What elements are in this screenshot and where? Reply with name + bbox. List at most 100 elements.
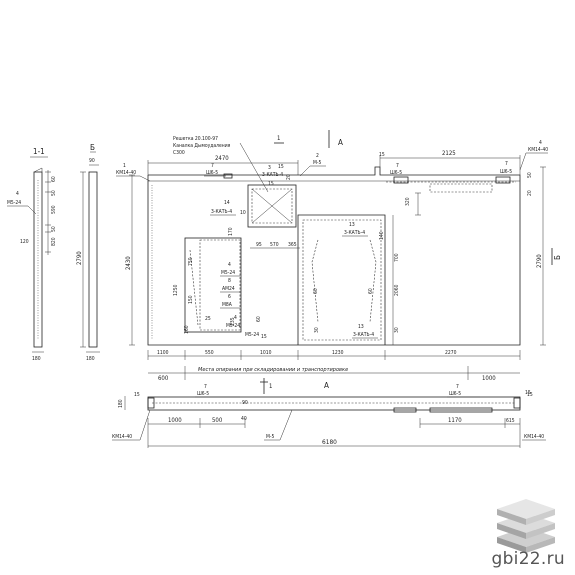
mark-13-num: 13 — [358, 324, 364, 330]
mark-6-text: М5-24 — [245, 332, 259, 338]
plan-dim-40: 40 — [241, 416, 247, 422]
plan-dim-615: 615 — [506, 418, 515, 424]
plan-dim-15a: 15 — [134, 392, 140, 398]
plan-dim-6180: 6180 — [322, 438, 337, 446]
plan-mark-9-text: М-5 — [266, 434, 275, 440]
dim-365: 365 — [288, 242, 297, 248]
section-dim-60: 60 — [51, 176, 57, 182]
plan-dim-15b: 15 — [527, 392, 533, 398]
dim-95: 95 — [256, 242, 262, 248]
mark-7c-num: 7 — [505, 161, 508, 167]
dim-750: 750 — [188, 257, 194, 266]
plan-mark-7a-num: 7 — [204, 384, 207, 390]
dim-15b: 15 — [278, 164, 284, 170]
mark-11-num: 14 — [224, 200, 230, 206]
side-label: Б — [90, 143, 95, 152]
dim-1250: 1250 — [173, 284, 179, 296]
mark-9-text: М8А — [222, 302, 233, 308]
dim-20b: 20 — [286, 174, 292, 180]
plan-dim-1000: 1000 — [168, 417, 182, 424]
plan-dim-500: 500 — [212, 417, 223, 424]
mark-14-num: 4 — [539, 140, 542, 146]
section-1-1: 1-1 60 50 590 50 120 820 4 М5-24 180 — [7, 147, 57, 362]
main-elevation: 1 А 2470 2125 15 15 2430 2790 Б 20 50 — [116, 130, 562, 382]
side-dim-2790: 2790 — [76, 251, 83, 265]
mark-7a-text: Ш6-5 — [206, 170, 218, 176]
section-dim-50: 50 — [51, 190, 57, 196]
cut-mark-bottom: 1 — [269, 383, 272, 390]
dim-600: 600 — [158, 375, 169, 382]
section-callout-num: 4 — [16, 191, 19, 197]
mark-7b-text: Ш6-5 — [390, 170, 402, 176]
mark-4a-num: 4 — [228, 262, 231, 268]
dim-160: 160 — [184, 325, 190, 334]
dim-2790: 2790 — [536, 254, 543, 268]
mark-15-num: 15 — [268, 181, 274, 187]
support-caption: Места опирания при складировании и транс… — [198, 367, 348, 373]
section-dim-590: 590 — [51, 205, 57, 214]
mark-8-num: 8 — [228, 278, 231, 284]
dim-2125: 2125 — [442, 150, 456, 157]
side-dim-180: 180 — [86, 356, 95, 362]
plan-dim-90a: 90 — [242, 400, 248, 406]
mark-13-text: 3-КАТЬ-4 — [353, 332, 374, 338]
plan-dim-180: 180 — [118, 399, 124, 408]
dim-20a: 20 — [527, 190, 533, 196]
dim-320: 320 — [405, 197, 411, 206]
section-callout-text: М5-24 — [7, 200, 21, 206]
dim-2470: 2470 — [215, 155, 229, 162]
plan-dim-1170: 1170 — [448, 417, 462, 424]
dim-140: 140 — [379, 231, 385, 240]
side-view-b: Б 90 2790 180 — [76, 143, 100, 362]
opening-note-1: Решетка 20.100-97 — [173, 136, 218, 142]
mark-4b-num: 4 — [234, 315, 237, 321]
side-dim-90: 90 — [89, 158, 95, 164]
site-url[interactable]: gbi22.ru — [491, 549, 565, 569]
dim-50: 50 — [527, 172, 533, 178]
dim-30a: 30 — [314, 327, 320, 333]
dim-700: 700 — [394, 253, 400, 262]
section-marker-bottom: 1 А — [260, 378, 329, 394]
mark-8-text: АМ24 — [222, 286, 235, 292]
dim-1010: 1010 — [260, 350, 272, 356]
mark-2-num: 2 — [316, 153, 319, 159]
dim-170: 170 — [228, 227, 234, 236]
mark-6-num: 6 — [228, 294, 231, 300]
mark-7b-num: 7 — [396, 163, 399, 169]
view-label-a-bottom: А — [324, 381, 329, 390]
mark-1-text: КМ14-40 — [116, 170, 136, 176]
plan-mark-1-text: КМ14-40 — [112, 434, 132, 440]
dim-10: 10 — [240, 210, 246, 216]
dim-15a: 15 — [379, 152, 385, 158]
mark-3-text: 3-КАТЬ-4 — [262, 172, 283, 178]
mark-2-text: М-5 — [313, 160, 322, 166]
section-dim-120: 120 — [20, 239, 29, 245]
dim-150: 150 — [188, 295, 194, 304]
dim-550: 550 — [205, 350, 214, 356]
mark-1-num: 1 — [123, 163, 126, 169]
mark-14-text: КМ14-40 — [528, 147, 548, 153]
cut-mark-top: 1 — [277, 135, 280, 142]
dim-570: 570 — [270, 242, 279, 248]
dim-1000: 1000 — [482, 375, 496, 382]
mark-12-num: 13 — [349, 222, 355, 228]
mark-12-text: 3-КАТЬ-4 — [344, 230, 365, 236]
dim-1100: 1100 — [157, 350, 169, 356]
plan-mark-7b-num: 7 — [456, 384, 459, 390]
section-label: 1-1 — [33, 147, 45, 156]
plan-mark-15-num: 15 — [525, 390, 531, 396]
mark-4b-text: М5-24 — [226, 323, 240, 329]
mark-4a-text: М5-24 — [221, 270, 235, 276]
dim-25: 25 — [205, 316, 211, 322]
dim-1230: 1230 — [332, 350, 344, 356]
dim-60a: 60 — [256, 316, 262, 322]
gbi22-logo-icon — [497, 499, 555, 553]
dim-135: 135 — [230, 317, 236, 326]
section-dim-820: 820 — [51, 237, 57, 246]
dim-30b: 30 — [394, 327, 400, 333]
plan-mark-7b-text: Ш6-5 — [449, 391, 461, 397]
dim-2430: 2430 — [125, 256, 132, 270]
dim-60b: 60 — [313, 288, 319, 294]
section-dim-50b: 50 — [51, 226, 57, 232]
